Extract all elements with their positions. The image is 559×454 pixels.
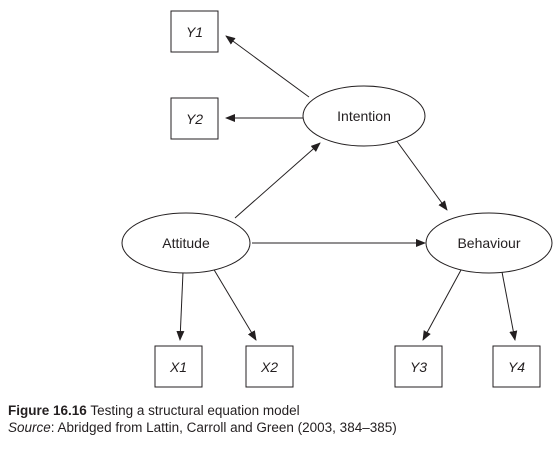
label-y1: Y1: [186, 24, 203, 40]
arrow-intention-to-behaviour: [395, 139, 448, 211]
ellipse-intention: [302, 85, 426, 147]
arrow-intention-to-y1: [225, 35, 310, 98]
observed-y2: Y2: [170, 97, 219, 140]
label-y4: Y4: [508, 359, 525, 375]
label-x2: X2: [260, 359, 278, 375]
figure-title: Testing a structural equation model: [90, 403, 300, 418]
arrow-attitude-to-x1: [176, 271, 185, 341]
box-y4: [492, 345, 541, 388]
observed-x2: X2: [245, 345, 294, 388]
ellipse-behaviour: [425, 212, 553, 274]
ellipse-attitude: [121, 212, 251, 274]
observed-y3: Y3: [394, 345, 443, 388]
box-y1: [170, 10, 219, 53]
caption-title-line: Figure 16.16 Testing a structural equati…: [8, 402, 553, 419]
observed-x1: X1: [154, 345, 203, 388]
label-x1: X1: [169, 359, 187, 375]
arrow-attitude-to-x2: [212, 267, 257, 341]
observed-y1: Y1: [170, 10, 219, 53]
latent-attitude: Attitude: [121, 212, 251, 274]
source-label: Source: [8, 420, 51, 435]
arrow-attitude-to-intention: [234, 142, 321, 219]
latent-intention: Intention: [302, 85, 426, 147]
box-y3: [394, 345, 443, 388]
figure-caption: Figure 16.16 Testing a structural equati…: [8, 402, 553, 436]
label-y3: Y3: [410, 359, 427, 375]
box-y2: [170, 97, 219, 140]
label-intention: Intention: [337, 108, 391, 124]
label-y2: Y2: [186, 111, 203, 127]
box-x2: [245, 345, 294, 388]
observed-y4: Y4: [492, 345, 541, 388]
arrows: [176, 35, 518, 341]
label-attitude: Attitude: [162, 235, 210, 251]
label-behaviour: Behaviour: [457, 235, 520, 251]
caption-source-line: Source: Abridged from Lattin, Carroll an…: [8, 419, 553, 436]
latent-behaviour: Behaviour: [425, 212, 553, 274]
box-x1: [154, 345, 203, 388]
source-text: : Abridged from Lattin, Carroll and Gree…: [50, 420, 397, 435]
arrow-behaviour-to-y4: [501, 271, 518, 341]
arrow-behaviour-to-y3: [422, 269, 462, 341]
path-diagram: Intention Attitude Behaviour Y1 Y2 X1 X2…: [121, 10, 553, 388]
figure-number: Figure 16.16: [8, 403, 87, 418]
